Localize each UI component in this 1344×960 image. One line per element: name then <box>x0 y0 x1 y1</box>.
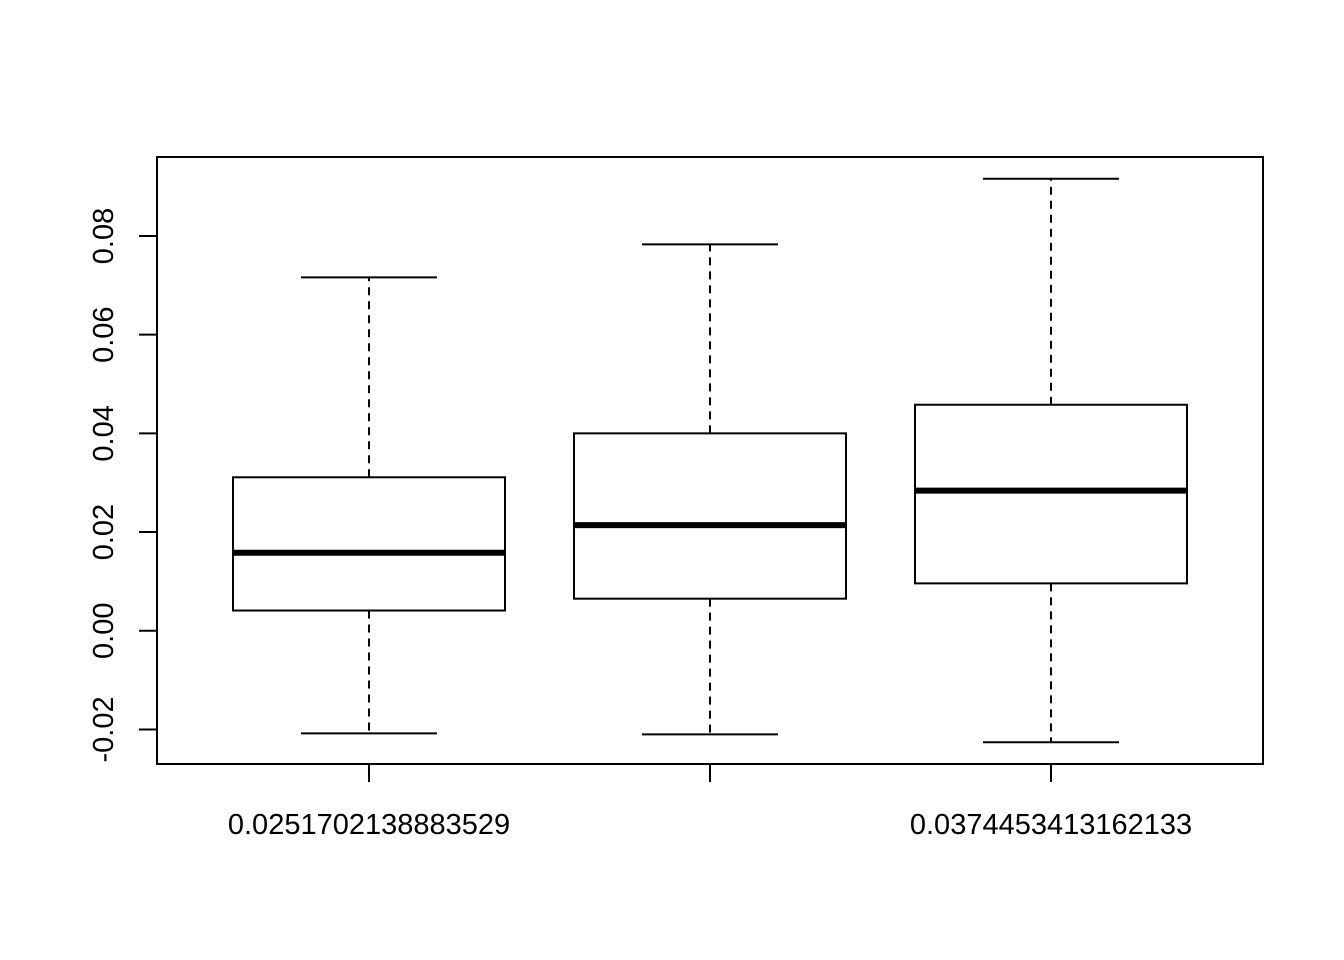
iqr-box <box>573 432 847 600</box>
x-tick-label: 0.0374453413162133 <box>910 809 1192 841</box>
box-group-1 <box>232 276 506 735</box>
y-tick-label: -0.02 <box>88 696 120 762</box>
y-tick-label: 0.06 <box>88 306 120 362</box>
box-group-3 <box>914 177 1188 744</box>
y-tick-label: 0.02 <box>88 504 120 560</box>
y-tick-label: 0.08 <box>88 208 120 264</box>
y-axis: -0.02 0.00 0.02 0.04 0.06 0.08 <box>88 208 158 763</box>
y-tick-label: 0.04 <box>88 405 120 461</box>
x-tick-label: 0.0251702138883529 <box>228 809 510 841</box>
y-tick-label: 0.00 <box>88 603 120 659</box>
x-axis: 0.0251702138883529 0.0374453413162133 <box>228 763 1192 841</box>
iqr-box <box>914 403 1188 585</box>
boxes-layer <box>232 177 1188 744</box>
box-group-2 <box>573 243 847 736</box>
iqr-box <box>232 476 506 612</box>
